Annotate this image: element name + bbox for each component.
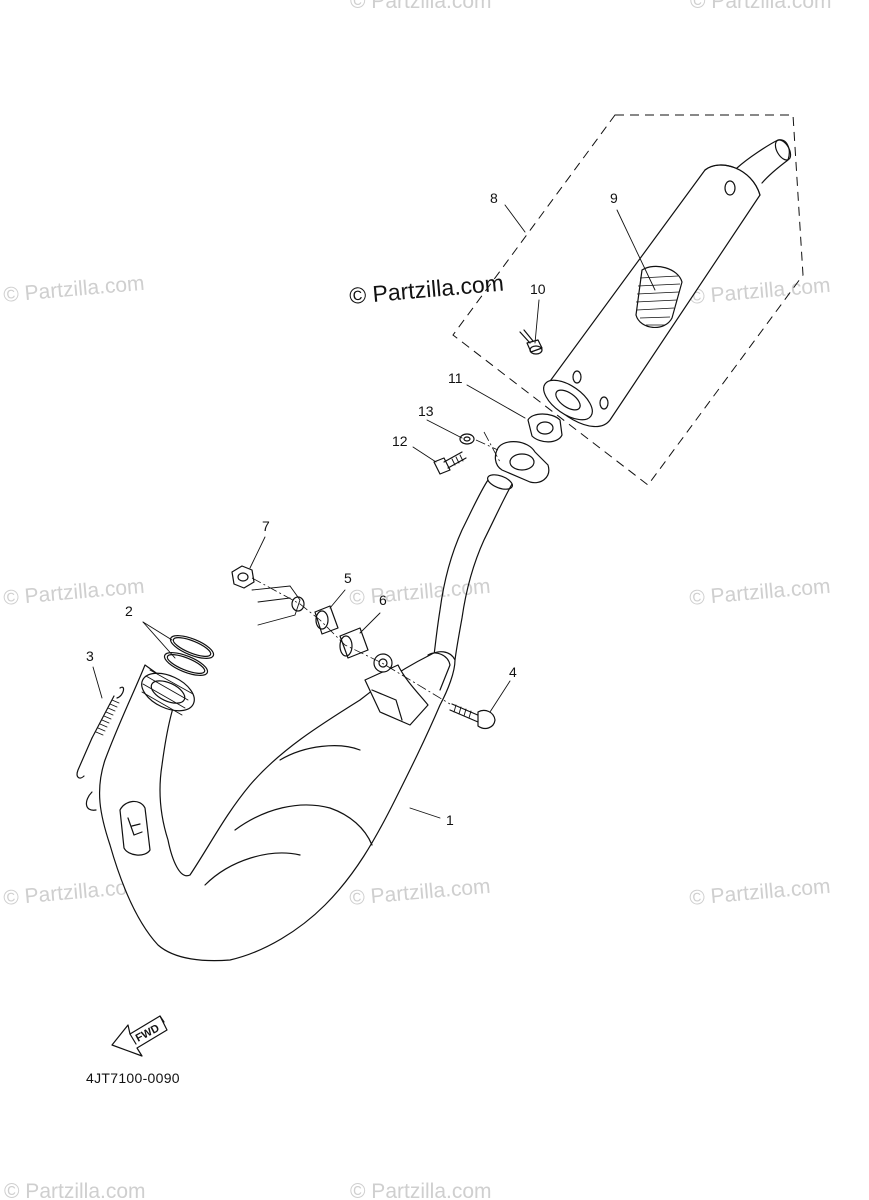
watermark: © Partzilla.com	[2, 272, 145, 307]
mounting-bolt	[449, 703, 496, 730]
spring	[76, 686, 125, 779]
washer	[459, 433, 475, 445]
damper	[339, 627, 369, 659]
callout-7: 7	[262, 518, 270, 534]
rivet	[519, 329, 543, 355]
muffler-assembly-boundary	[452, 114, 804, 486]
watermark: © Partzilla.com	[348, 875, 491, 910]
watermark: © Partzilla.com	[688, 274, 831, 309]
watermark: © Partzilla.com	[2, 575, 145, 610]
callout-1: 1	[446, 812, 454, 828]
muffler	[543, 139, 792, 427]
watermark: © Partzilla.com	[348, 270, 505, 309]
callout-4: 4	[509, 664, 517, 680]
bolt-axis-centerline	[251, 577, 451, 705]
inlet-threads	[141, 669, 195, 716]
callout-11: 11	[448, 370, 463, 386]
forward-arrow-icon: FWD	[111, 1015, 168, 1057]
callout-10: 10	[530, 281, 546, 297]
watermark: © Partzilla.com	[690, 0, 832, 13]
callout-2: 2	[125, 603, 133, 619]
callout-8: 8	[490, 190, 498, 206]
muffler-bolt-centerline	[475, 431, 501, 463]
callout-6: 6	[379, 592, 387, 608]
callouts: 1 2 3 4 5 6 7 8 9 10 11 12 13	[86, 190, 618, 828]
gasket	[527, 413, 563, 443]
expansion-chamber	[85, 651, 456, 962]
o-rings	[163, 635, 215, 676]
callout-5: 5	[344, 570, 352, 586]
callout-13: 13	[418, 403, 434, 419]
watermark: © Partzilla.com	[4, 1180, 146, 1200]
collar	[314, 605, 339, 635]
bolt	[433, 451, 467, 475]
leader-lines	[92, 204, 656, 819]
watermark: © Partzilla.com	[350, 1180, 492, 1200]
callout-3: 3	[86, 648, 94, 664]
flange-nut	[231, 565, 255, 589]
callout-12: 12	[392, 433, 408, 449]
frame-bracket-phantom	[251, 585, 305, 626]
watermark: © Partzilla.com	[350, 0, 492, 13]
diagram-code: 4JT7100-0090	[86, 1070, 180, 1086]
callout-9: 9	[610, 190, 618, 206]
muffler-label-sticker	[635, 265, 683, 328]
watermark: © Partzilla.com	[688, 575, 831, 610]
watermark: © Partzilla.com	[688, 875, 831, 910]
header-pipe	[432, 441, 550, 663]
